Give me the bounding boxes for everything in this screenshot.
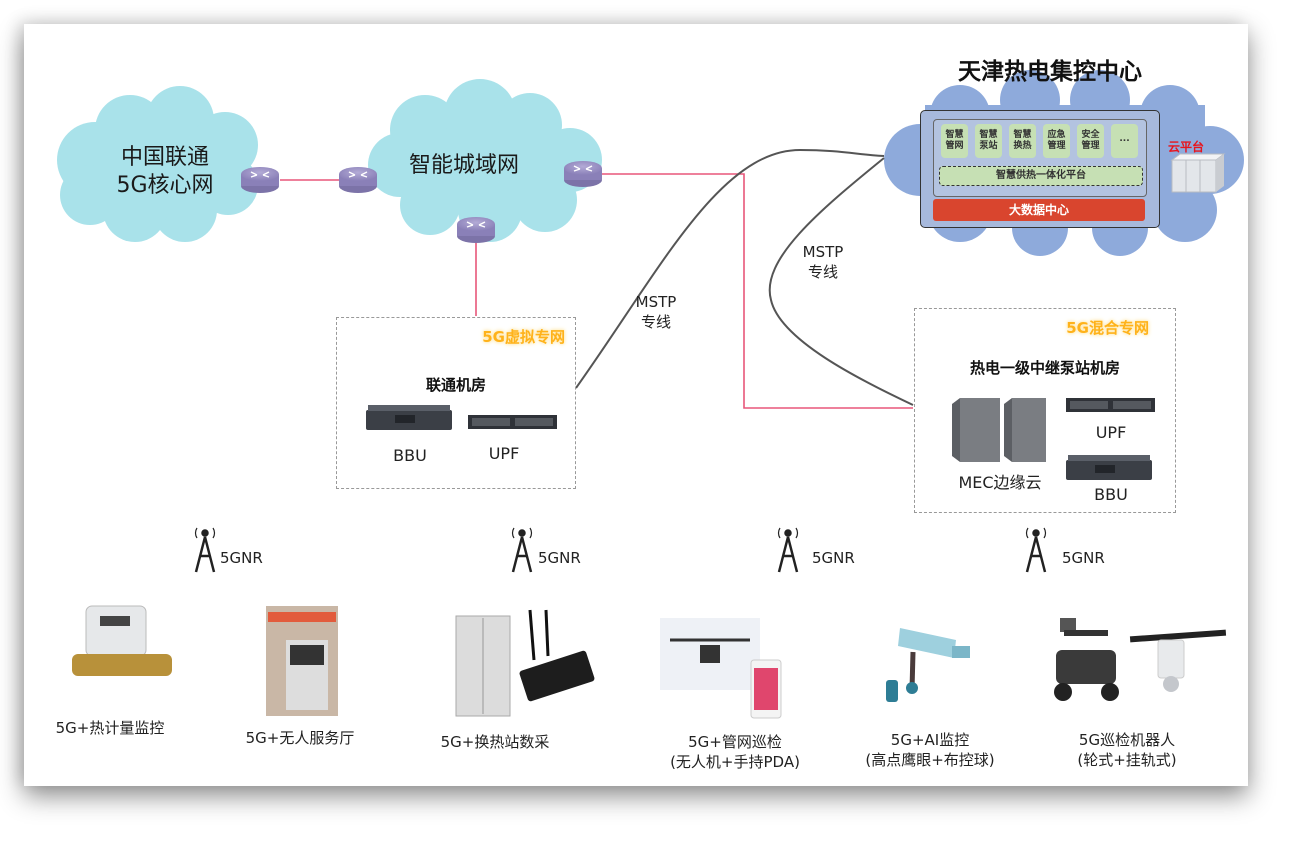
base-station-label: 5GNR	[812, 549, 855, 567]
bbu-label: BBU	[393, 446, 427, 465]
app-caption-line1: 5G+AI监控	[890, 731, 970, 749]
mstp-left-label: MSTP 专线	[630, 292, 682, 332]
app-pipe-inspection-caption: 5G+管网巡检 (无人机+手持PDA)	[650, 732, 820, 772]
mstp-right-line2: 专线	[807, 263, 838, 281]
virtual-network-tag: 5G虚拟专网	[482, 328, 565, 346]
mstp-right-label: MSTP 专线	[797, 242, 849, 282]
upf-label: UPF	[488, 444, 520, 463]
app-robot-caption: 5G巡检机器人 (轮式+挂轨式)	[1052, 730, 1202, 770]
app-caption-line1: 5G+管网巡检	[688, 733, 782, 751]
core-network-label-line1: 中国联通	[120, 145, 209, 170]
metro-network-label: 智能城域网	[408, 153, 519, 178]
app-caption-line1: 5G+换热站数采	[440, 733, 550, 751]
app-caption-line1: 5G+无人服务厅	[245, 729, 355, 747]
module-smart-pump-station[interactable]: 智慧泵站	[975, 124, 1002, 158]
core-network-label: 中国联通 5G核心网	[110, 144, 220, 200]
app-ai-monitor-caption: 5G+AI监控 (高点鹰眼+布控球)	[850, 730, 1010, 770]
mstp-left-line1: MSTP	[635, 293, 677, 311]
app-caption-line1: 5G+热计量监控	[55, 719, 165, 737]
module-smart-pipe-network[interactable]: 智慧管网	[941, 124, 968, 158]
app-caption-line2: (高点鹰眼+布控球)	[865, 751, 995, 769]
app-heat-metering-caption: 5G+热计量监控	[40, 718, 180, 738]
hybrid-network-tag: 5G混合专网	[1066, 319, 1149, 337]
unicom-room-title: 联通机房	[425, 376, 486, 394]
core-network-label-line2: 5G核心网	[116, 173, 214, 198]
mec-label: MEC边缘云	[958, 473, 1042, 492]
base-station-label: 5GNR	[220, 549, 263, 567]
app-caption-line2: (轮式+挂轨式)	[1077, 751, 1177, 769]
mstp-right-line1: MSTP	[802, 243, 844, 261]
bbu-label: BBU	[1094, 485, 1128, 504]
cloud-platform-label: 云平台	[1168, 140, 1205, 154]
module-safety-management[interactable]: 安全管理	[1077, 124, 1104, 158]
app-unmanned-hall-caption: 5G+无人服务厅	[230, 728, 370, 748]
hybrid-private-network-box: 5G混合专网 热电一级中继泵站机房 MEC边缘云 UPF BBU	[914, 308, 1176, 513]
virtual-private-network-box: 5G虚拟专网 联通机房 BBU UPF	[336, 317, 576, 489]
control-center-title: 天津热电集控中心	[958, 59, 1142, 85]
platform-modules-area: 智慧管网 智慧泵站 智慧换热 应急管理 安全管理 ... 智慧供热一体化平台	[933, 119, 1147, 197]
module-emergency-management[interactable]: 应急管理	[1043, 124, 1070, 158]
smart-heating-platform: 智慧管网 智慧泵站 智慧换热 应急管理 安全管理 ... 智慧供热一体化平台 大…	[920, 110, 1160, 228]
app-caption-line1: 5G巡检机器人	[1078, 731, 1176, 749]
module-more[interactable]: ...	[1111, 124, 1138, 158]
relay-pump-room-title: 热电一级中继泵站机房	[969, 359, 1120, 377]
base-station-label: 5GNR	[1062, 549, 1105, 567]
app-caption-line2: (无人机+手持PDA)	[670, 753, 800, 771]
mstp-left-line2: 专线	[640, 313, 671, 331]
module-smart-heat-exchange[interactable]: 智慧换热	[1009, 124, 1036, 158]
big-data-center-bar: 大数据中心	[933, 199, 1145, 221]
integrated-platform-label: 智慧供热一体化平台	[939, 166, 1143, 186]
base-station-label: 5GNR	[538, 549, 581, 567]
app-heat-station-caption: 5G+换热站数采	[420, 732, 570, 752]
upf-label: UPF	[1095, 423, 1127, 442]
